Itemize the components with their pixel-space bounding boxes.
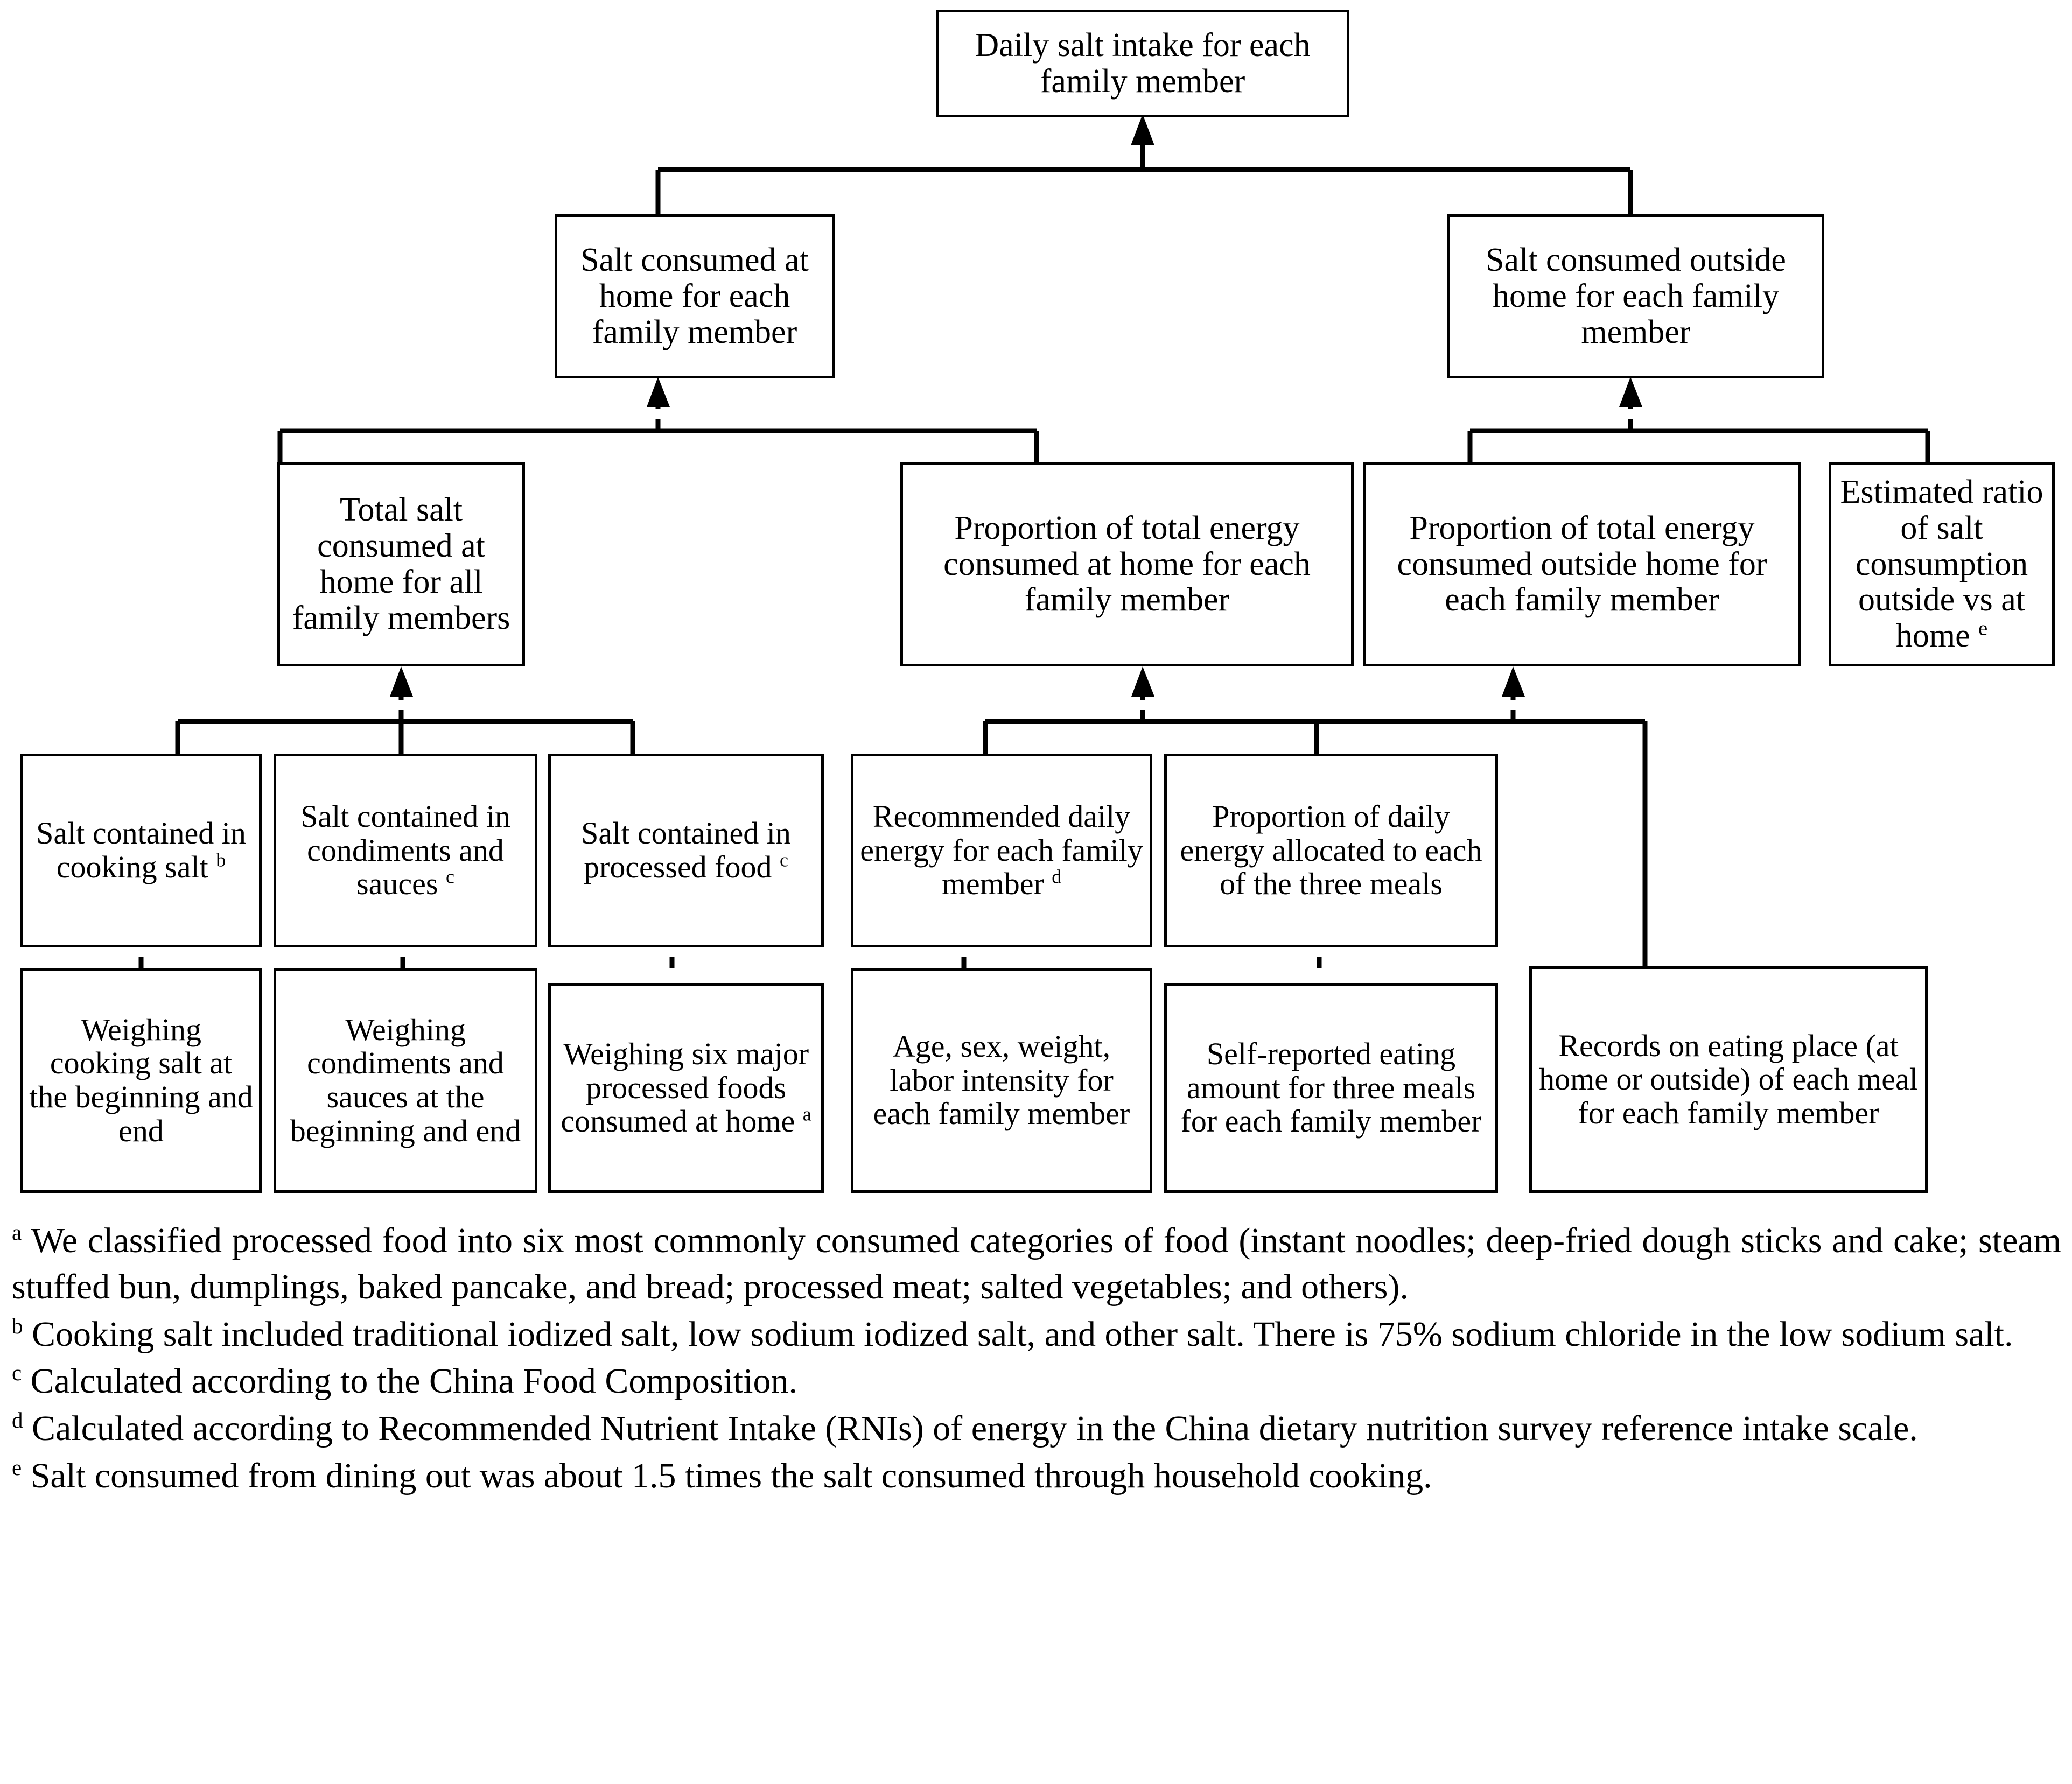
node-salt-in-cooking-salt: Salt contained in cooking salt b bbox=[20, 754, 262, 947]
node-salt-consumed-at-home: Salt consumed at home for each family me… bbox=[555, 214, 835, 378]
footnotes-block: a We classified processed food into six … bbox=[12, 1218, 2061, 1500]
node-label: Daily salt intake for each family member bbox=[975, 27, 1311, 100]
node-label: Records on eating place (at home or outs… bbox=[1539, 1028, 1918, 1130]
footnote-ref-b: b bbox=[216, 849, 226, 871]
node-label: Salt contained in cooking salt bbox=[36, 816, 246, 884]
footnote-a: a We classified processed food into six … bbox=[12, 1218, 2061, 1310]
node-label: Weighing condiments and sauces at the be… bbox=[290, 1012, 521, 1148]
node-label: Total salt consumed at home for all fami… bbox=[292, 491, 510, 636]
node-recommended-daily-energy: Recommended daily energy for each family… bbox=[851, 754, 1152, 947]
footnote-c: c Calculated according to the China Food… bbox=[12, 1358, 2061, 1404]
node-label: Salt consumed outside home for each fami… bbox=[1486, 242, 1786, 350]
footnote-marker-d: d bbox=[12, 1408, 23, 1433]
node-proportion-energy-outside-home: Proportion of total energy consumed outs… bbox=[1363, 462, 1801, 666]
node-daily-salt-intake: Daily salt intake for each family member bbox=[936, 10, 1349, 117]
node-label: Weighing six major processed foods consu… bbox=[561, 1036, 809, 1139]
node-salt-consumed-outside-home: Salt consumed outside home for each fami… bbox=[1447, 214, 1824, 378]
node-label: Weighing cooking salt at the beginning a… bbox=[29, 1012, 253, 1148]
footnote-marker-a: a bbox=[12, 1220, 22, 1245]
node-label: Recommended daily energy for each family… bbox=[860, 799, 1143, 902]
node-estimated-ratio-outside-vs-home: Estimated ratio of salt consumption outs… bbox=[1829, 462, 2055, 666]
node-salt-in-processed-food: Salt contained in processed food c bbox=[548, 754, 824, 947]
footnote-text-c: Calculated according to the China Food C… bbox=[30, 1361, 797, 1401]
footnote-marker-c: c bbox=[12, 1361, 22, 1386]
node-total-salt-at-home-all-members: Total salt consumed at home for all fami… bbox=[277, 462, 525, 666]
node-self-reported-eating-amount: Self-reported eating amount for three me… bbox=[1164, 983, 1498, 1193]
footnote-text-d: Calculated according to Recommended Nutr… bbox=[31, 1409, 1918, 1449]
node-weighing-condiments-sauces: Weighing condiments and sauces at the be… bbox=[274, 968, 537, 1193]
node-records-eating-place: Records on eating place (at home or outs… bbox=[1529, 966, 1928, 1193]
footnote-marker-b: b bbox=[12, 1314, 23, 1338]
footnote-ref-e: e bbox=[1978, 617, 1988, 640]
footnote-text-a: We classified processed food into six mo… bbox=[12, 1221, 2061, 1307]
footnote-b: b Cooking salt included traditional iodi… bbox=[12, 1311, 2061, 1358]
footnote-marker-e: e bbox=[12, 1455, 22, 1480]
footnote-ref-c2: c bbox=[780, 849, 788, 871]
footnote-e: e Salt consumed from dining out was abou… bbox=[12, 1453, 2061, 1499]
footnote-ref-d: d bbox=[1052, 866, 1062, 888]
node-label: Salt contained in processed food bbox=[581, 816, 791, 884]
footnote-ref-c1: c bbox=[445, 866, 454, 888]
footnote-ref-a: a bbox=[802, 1103, 811, 1125]
node-weighing-cooking-salt: Weighing cooking salt at the beginning a… bbox=[20, 968, 262, 1193]
footnote-text-e: Salt consumed from dining out was about … bbox=[30, 1456, 1432, 1495]
node-label: Proportion of total energy consumed at h… bbox=[943, 509, 1311, 619]
node-label: Salt consumed at home for each family me… bbox=[580, 242, 809, 350]
node-proportion-energy-at-home: Proportion of total energy consumed at h… bbox=[900, 462, 1354, 666]
node-proportion-daily-energy-three-meals: Proportion of daily energy allocated to … bbox=[1164, 754, 1498, 947]
node-label: Salt contained in condiments and sauces bbox=[300, 799, 510, 902]
node-label: Proportion of total energy consumed outs… bbox=[1397, 509, 1767, 619]
footnote-d: d Calculated according to Recommended Nu… bbox=[12, 1406, 2061, 1452]
node-label: Self-reported eating amount for three me… bbox=[1180, 1036, 1482, 1139]
node-salt-in-condiments-sauces: Salt contained in condiments and sauces … bbox=[274, 754, 537, 947]
node-label: Age, sex, weight, labor intensity for ea… bbox=[873, 1029, 1130, 1132]
node-age-sex-weight-labor: Age, sex, weight, labor intensity for ea… bbox=[851, 968, 1152, 1193]
node-label: Estimated ratio of salt consumption outs… bbox=[1840, 473, 2043, 655]
node-weighing-processed-foods: Weighing six major processed foods consu… bbox=[548, 983, 824, 1193]
footnote-text-b: Cooking salt included traditional iodize… bbox=[31, 1314, 2013, 1354]
node-label: Proportion of daily energy allocated to … bbox=[1180, 799, 1482, 902]
